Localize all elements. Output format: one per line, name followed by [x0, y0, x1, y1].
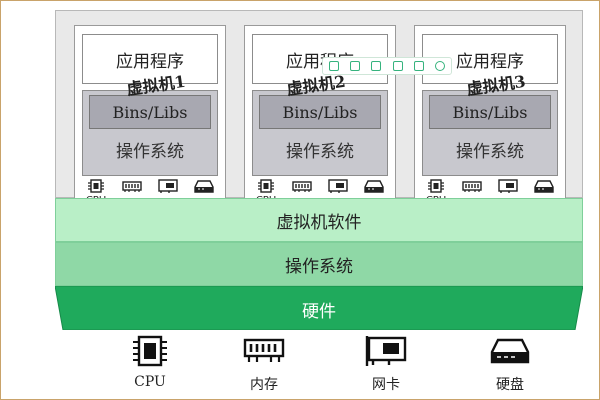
expand-icon[interactable] [371, 61, 382, 71]
vm-3: 应用程序 Bins/Libs 操作系统 虚拟机3 CPU 内存 网卡 硬盘 [414, 25, 566, 210]
hard-disk-icon [364, 180, 384, 193]
memory-icon [462, 181, 482, 192]
memory-icon [122, 181, 142, 192]
cpu-icon [133, 335, 167, 367]
memory-icon [243, 338, 285, 362]
zoom-in-icon[interactable] [328, 61, 339, 71]
hardware-layer-shape [55, 286, 583, 330]
vm-1-bins-libs: Bins/Libs [89, 95, 211, 129]
settings-icon[interactable] [435, 61, 446, 71]
physical-nic: 网卡 [346, 334, 426, 394]
annotate-icon[interactable] [392, 61, 403, 71]
physical-disk: 硬盘 [470, 334, 550, 394]
share-icon[interactable] [413, 61, 424, 71]
hard-disk-icon [490, 338, 530, 364]
vm-2-bins-libs: Bins/Libs [259, 95, 381, 129]
cpu-icon [258, 179, 274, 193]
physical-cpu-label: CPU [134, 374, 166, 390]
fit-icon[interactable] [349, 61, 360, 71]
cpu-icon [88, 179, 104, 193]
hard-disk-icon [194, 180, 214, 193]
vm-1-os-box: Bins/Libs 操作系统 [82, 90, 218, 176]
host-os-layer: 操作系统 [55, 242, 583, 286]
physical-cpu: CPU [110, 334, 190, 390]
vm-3-bins-libs: Bins/Libs [429, 95, 551, 129]
vm-3-os-box: Bins/Libs 操作系统 [422, 90, 558, 176]
network-card-icon [498, 179, 518, 193]
hard-disk-icon [534, 180, 554, 193]
network-card-icon [365, 336, 407, 366]
hardware-layer: 硬件 [55, 286, 583, 330]
physical-disk-label: 硬盘 [496, 377, 524, 393]
cpu-icon [428, 179, 444, 193]
network-card-icon [158, 179, 178, 193]
frame-left-edge [0, 1, 1, 399]
physical-memory: 内存 [224, 334, 304, 394]
vm-software-layer: 虚拟机软件 [55, 198, 583, 242]
vm-1-app-box: 应用程序 [82, 34, 218, 84]
physical-nic-label: 网卡 [372, 377, 400, 393]
image-toolbar [322, 57, 452, 75]
vm-3-os-label: 操作系统 [456, 142, 524, 162]
hardware-layer-label: 硬件 [302, 302, 336, 322]
network-card-icon [328, 179, 348, 193]
vm-1: 应用程序 Bins/Libs 操作系统 虚拟机1 CPU 内存 网卡 硬盘 [74, 25, 226, 210]
vm-2-os-box: Bins/Libs 操作系统 [252, 90, 388, 176]
vm-1-os-label: 操作系统 [116, 142, 184, 162]
vm-2-os-label: 操作系统 [286, 142, 354, 162]
physical-memory-label: 内存 [250, 377, 278, 393]
memory-icon [292, 181, 312, 192]
vm-2: 应用程序 Bins/Libs 操作系统 虚拟机2 CPU 内存 网卡 硬盘 [244, 25, 396, 210]
virtual-machines-container: 应用程序 Bins/Libs 操作系统 虚拟机1 CPU 内存 网卡 硬盘 [55, 10, 583, 210]
